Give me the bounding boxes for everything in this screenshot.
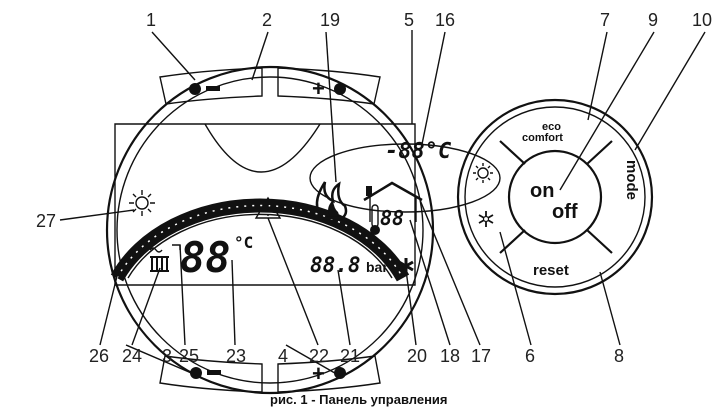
right-panel: eco comfort on off mode reset bbox=[456, 98, 654, 296]
callout-2: 2 bbox=[262, 10, 272, 30]
mode-label: mode bbox=[623, 160, 640, 200]
left-panel: + + bbox=[105, 65, 501, 395]
callout-20: 20 bbox=[407, 346, 427, 366]
svg-text:+: + bbox=[312, 361, 325, 386]
display-oval bbox=[309, 143, 501, 213]
callout-22: 22 bbox=[309, 346, 329, 366]
callout-6: 6 bbox=[525, 346, 535, 366]
callout-4: 4 bbox=[278, 346, 288, 366]
callout-27: 27 bbox=[36, 211, 56, 231]
callout-10: 10 bbox=[692, 10, 712, 30]
minus-button-top[interactable] bbox=[159, 67, 263, 105]
callout-1: 1 bbox=[146, 10, 156, 30]
flame-icon bbox=[315, 181, 348, 220]
radiator-icon bbox=[149, 247, 169, 272]
pressure-unit: bar bbox=[366, 259, 388, 275]
reset-label: reset bbox=[533, 262, 569, 279]
eco-label: eco bbox=[542, 121, 561, 133]
mode-button[interactable]: mode bbox=[623, 160, 640, 200]
on-off-button[interactable]: on off bbox=[530, 180, 578, 223]
callout-3: 3 bbox=[162, 346, 172, 366]
plus-button-top[interactable]: + bbox=[277, 67, 381, 105]
callout-26: 26 bbox=[89, 346, 109, 366]
lcd-cutout bbox=[204, 123, 321, 173]
room-temperature-digits: 88 bbox=[380, 206, 404, 230]
left-panel-inner-ring bbox=[116, 76, 424, 384]
leader-lines bbox=[59, 30, 706, 377]
right-panel-inner-ring bbox=[464, 106, 646, 288]
tap-icon bbox=[172, 244, 181, 250]
big-digits-unit: °C bbox=[234, 233, 253, 252]
callout-23: 23 bbox=[226, 346, 246, 366]
thermometer-icon bbox=[370, 204, 380, 235]
svg-text:+: + bbox=[312, 76, 325, 101]
house-icon bbox=[363, 181, 423, 222]
on-label: on bbox=[530, 180, 554, 202]
eco-comfort-button[interactable]: eco comfort bbox=[522, 121, 563, 144]
callout-17: 17 bbox=[471, 346, 491, 366]
callout-24: 24 bbox=[122, 346, 142, 366]
right-panel-outer-ring bbox=[456, 98, 654, 296]
callout-8: 8 bbox=[614, 346, 624, 366]
comfort-label: comfort bbox=[522, 132, 563, 144]
callout-5: 5 bbox=[404, 10, 414, 30]
snowflake-icon[interactable] bbox=[478, 211, 494, 227]
pressure-digits: 88.8 bbox=[310, 253, 361, 277]
figure-caption: рис. 1 - Панель управления bbox=[270, 392, 448, 407]
lcd-screen bbox=[114, 123, 416, 286]
off-label: off bbox=[552, 201, 578, 223]
top-temperature-readout: -88°C bbox=[385, 139, 452, 164]
sun-icon bbox=[129, 190, 155, 216]
reset-button[interactable]: reset bbox=[533, 262, 569, 279]
minus-button-bottom[interactable] bbox=[159, 355, 263, 393]
big-digits: 88 bbox=[180, 233, 231, 282]
on-off-button-ring bbox=[507, 149, 603, 245]
callout-7: 7 bbox=[600, 10, 610, 30]
callout-18: 18 bbox=[440, 346, 460, 366]
callout-numbers: 1 2 19 5 16 7 9 10 27 26 24 3 25 23 4 22… bbox=[36, 10, 712, 366]
callout-21: 21 bbox=[340, 346, 360, 366]
sun-icon[interactable] bbox=[473, 163, 493, 183]
callout-19: 19 bbox=[320, 10, 340, 30]
callout-16: 16 bbox=[435, 10, 455, 30]
callout-9: 9 bbox=[648, 10, 658, 30]
callout-25: 25 bbox=[179, 346, 199, 366]
